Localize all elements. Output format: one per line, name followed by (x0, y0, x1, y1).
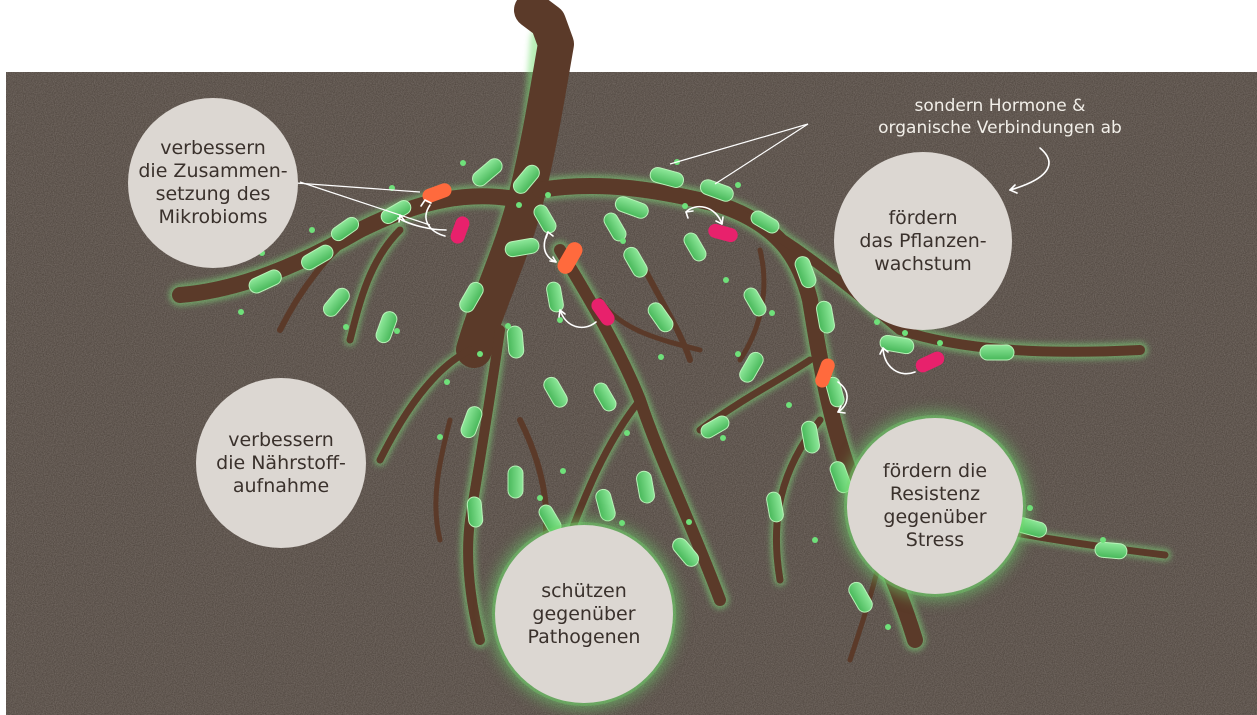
label-pathogen-protection: schützen gegenüber Pathogenen (528, 580, 641, 649)
bubble-pathogen-protection: schützen gegenüber Pathogenen (495, 525, 673, 703)
label-stress-resistance: fördern die Resistenz gegenüber Stress (883, 460, 987, 552)
label-nutrient-uptake: verbessern die Nährstoff- aufnahme (216, 429, 346, 498)
label-microbiome: verbessern die Zusammen- setzung des Mik… (138, 137, 287, 229)
bubble-plant-growth: fördern das Pflanzen- wachstum (834, 152, 1012, 330)
bubble-nutrient-uptake: verbessern die Nährstoff- aufnahme (196, 378, 366, 548)
hormones-annotation: sondern Hormone & organische Verbindunge… (850, 95, 1150, 139)
bubble-microbiome: verbessern die Zusammen- setzung des Mik… (128, 98, 298, 268)
bubble-stress-resistance: fördern die Resistenz gegenüber Stress (847, 418, 1023, 594)
label-plant-growth: fördern das Pflanzen- wachstum (859, 207, 986, 276)
